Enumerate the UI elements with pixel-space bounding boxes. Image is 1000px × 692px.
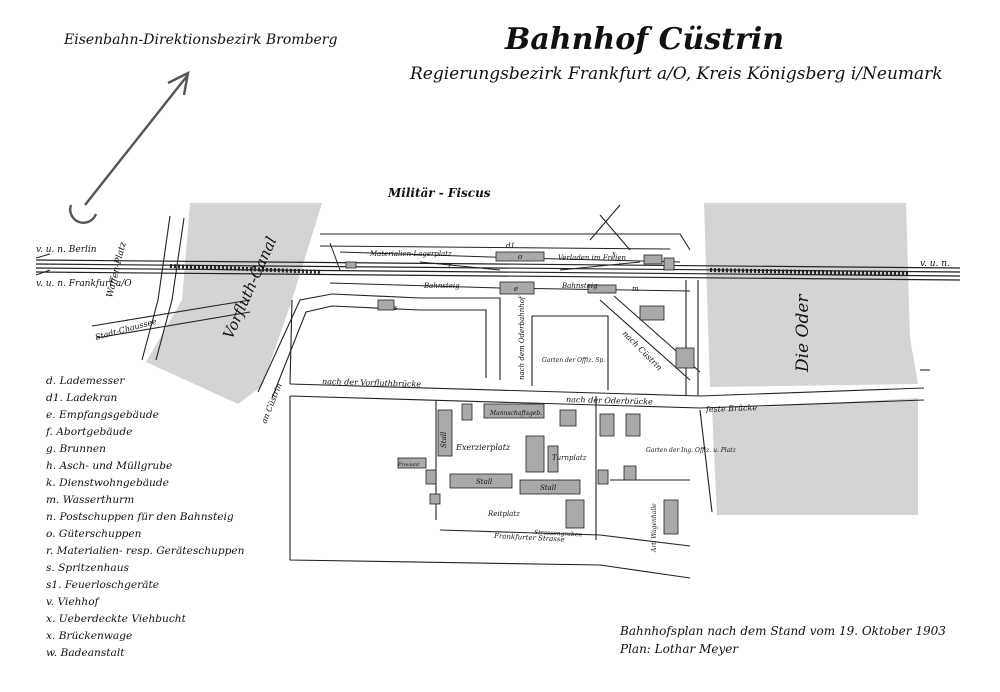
stall1-label: Stall [440,432,448,448]
east-label: v. u. n. [920,259,950,269]
stall3-label: Stall [540,484,556,492]
legend-item: o. Güterschuppen [46,528,142,540]
legend-item: h. Asch- und Müllgrube [46,460,173,472]
berlin-label: v. u. n. Berlin [36,245,97,255]
legend-item: x. Brückenwage [46,630,133,642]
proviant-label: Proviant [397,462,420,468]
legend-item: m. Wasserthurm [46,494,135,506]
an-custrin-label: an Cüstrin [260,382,284,425]
oder-label: Die Oder [793,294,813,373]
canal-water [146,203,322,404]
letter-r: r [448,262,452,270]
letter-s: s [394,304,398,312]
materialien-lagerplatz-label: Materialien-Lagerplatz [369,250,452,258]
feste-bruecke-label: feste Brücke [705,403,758,414]
letter-d1: d1 [506,242,515,250]
legend-item: d1. Ladekran [46,392,118,404]
legend-item: e. Empfangsgebäude [46,409,159,421]
nach-vorfluth-label: nach der Vorfluthbrücke [322,377,421,389]
oder-river-north [704,203,918,387]
strassengraben-label: Strassengraben [534,529,583,539]
legend-item: f. Abortgebäude [46,426,133,438]
legend-item: x. Ueberdeckte Viehbucht [46,613,186,625]
garten-ing-label: Garten der Ing. Offiz. u. Platz [646,447,737,454]
legend-item: v. Viehhof [46,596,99,608]
garten-offiz-label: Garten der Offiz. Sp. [542,357,605,364]
legend-item: w. Badeanstalt [46,647,125,659]
stall2-label: Stall [476,478,492,486]
legend-item: g. Brunnen [46,443,106,455]
waffen-platz-label: Waffen-Platz [105,241,129,299]
bahnsteig-label: Bahnsteig [423,282,460,290]
turnplatz-label: Turnplatz [552,454,587,462]
nach-oderbahnhof-label: nach dem Oderbahnhof [518,295,526,380]
frankfurt-label: v. u. n. Frankfurt a/O [36,279,132,289]
legend-item: s1. Feuerloschgeräte [46,579,160,591]
art-wagenhalle-label: Art. Wagenhalle [651,503,658,553]
verladen-label: Verladen im Freien [558,254,626,262]
goods-shed-o [495,251,545,262]
exerzierplatz-label: Exerzierplatz [455,443,511,452]
legend-list: d. Lademesser d1. Ladekran e. Empfangsge… [46,373,245,662]
reitplatz-label: Reitplatz [487,510,520,518]
oder-river-south [712,398,918,515]
nach-oderbruecke-label: nach der Oderbrücke [566,395,653,406]
letter-m: m [632,285,639,293]
legend-item: n. Postschuppen für den Bahnsteig [46,511,234,523]
legend-item: k. Dienstwohngebäude [46,477,169,489]
plan-author-note: Plan: Lothar Meyer [620,642,739,656]
frankfurter-strasse-label: Frankfurter Strasse [493,532,565,544]
north-arrow [69,70,190,224]
mannschaften-label: Mannschaftsgeb. [489,410,542,417]
reception-building-e [499,281,535,295]
letter-x: x [612,250,616,258]
militaer-fiscus-label: Militär - Fiscus [388,186,491,200]
legend-item: r. Materialien- resp. Geräteschuppen [46,545,245,557]
railway-district: Eisenbahn-Direktionsbezirk Bromberg [64,32,338,48]
bahnsteig2-label: Bahnsteig [561,282,598,290]
buildings [345,251,695,535]
legend-item: s. Spritzenhaus [46,562,129,574]
map-title: Bahnhof Cüstrin [505,22,785,57]
plan-date-note: Bahnhofsplan nach dem Stand vom 19. Okto… [620,624,946,638]
letter-o: o [518,253,522,261]
letter-e: e [514,285,518,293]
legend-item: d. Lademesser [46,375,125,387]
map-subtitle: Regierungsbezirk Frankfurt a/O, Kreis Kö… [410,64,943,84]
